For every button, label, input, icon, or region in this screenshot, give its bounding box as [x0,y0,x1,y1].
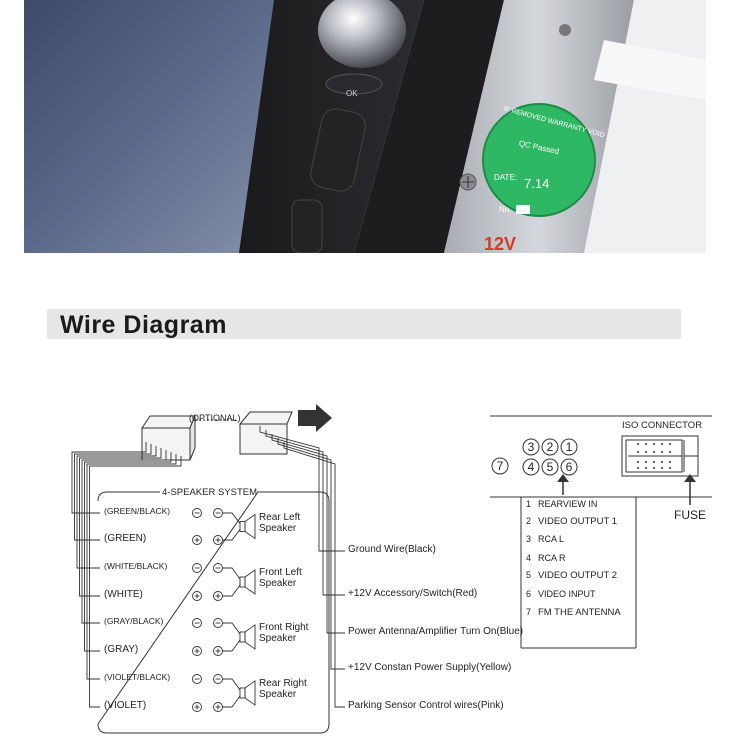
power-wire [283,442,345,708]
speaker-name: Speaker [259,689,297,700]
iso-port-number: 5 [547,460,554,474]
polarity-terminal [192,618,202,628]
speaker-icon [244,624,256,650]
speaker-lead [222,678,241,691]
power-wire [271,434,345,634]
iso-item-number: 2 [526,516,532,526]
wire-color-label: (GRAY) [104,644,139,655]
page-title: Wire Diagram [60,311,227,339]
speaker-icon [239,631,246,643]
polarity-terminal [192,563,202,573]
iso-port-number: 4 [528,460,535,474]
optional-label: (OPTIONAL) [189,413,241,423]
speaker-name: Speaker [259,633,297,644]
iso-item-label: RCA L [538,534,565,544]
wire-color-label: (VIOLET) [104,700,147,711]
iso-item-number: 4 [526,553,532,563]
iso-port [541,458,559,476]
svg-text:7.14: 7.14 [524,176,549,191]
svg-text:No.: No. [499,205,511,214]
polarity-terminal [192,702,202,712]
iso-item-label: VIDEO OUTPUT 2 [538,570,618,581]
iso-item-number: 7 [526,607,532,617]
iso-port [560,458,578,476]
iso-port [541,438,559,456]
title-bar: Wire Diagram [47,309,681,339]
speaker-icon [239,521,246,532]
power-wire [277,438,345,670]
iso-item-label: VIDEO OUTPUT 1 [538,516,618,527]
iso-port-number: 2 [547,440,554,454]
wire-color-label: (WHITE) [104,589,143,600]
iso-item-number: 3 [526,534,532,544]
power-wire-label: +12V Accessory/Switch(Red) [348,588,478,599]
iso-item-label: RCA R [538,553,566,563]
wire-color-label: (GREEN) [104,533,147,544]
svg-text:DATE:: DATE: [494,173,517,182]
speaker-system-title: 4-SPEAKER SYSTEM [162,487,258,498]
speaker-wire [79,448,162,597]
speaker-icon [244,513,256,540]
iso-item-number: 5 [526,570,532,580]
iso-item-label: REARVIEW IN [538,499,598,509]
iso-port [560,438,578,456]
speaker-icon [244,680,256,706]
wire-color-label: (VIOLET/BLACK) [104,672,171,682]
power-wire-label: Parking Sensor Control wires(Pink) [348,700,504,711]
product-photo: OK IF REMOVED WARRANTY VOID QC Passed DA… [24,0,706,253]
iso-item-label: FM THE ANTENNA [538,607,621,618]
speaker-lead [222,584,241,597]
speaker-name: Speaker [259,578,297,589]
speaker-name: Front Right [259,622,309,633]
speaker-lead [222,639,241,652]
iso-port-number: 6 [566,460,573,474]
speaker-icon [239,576,246,588]
power-wire-label: +12V Constan Power Supply(Yellow) [348,662,512,673]
speaker-icon [244,569,256,595]
wire-color-label: (GRAY/BLACK) [104,616,164,626]
speaker-lead [222,622,241,635]
iso-port [522,458,540,476]
power-wire [259,426,345,552]
iso-port [522,438,540,456]
iso-item-number: 1 [526,499,532,509]
speaker-wire [89,456,182,708]
polarity-terminal [192,535,202,545]
power-wire-label: Power Antenna/Amplifier Turn On(Blue) [348,626,524,637]
iso-item-label: VIDEO INPUT [538,589,596,599]
power-wire-label: Ground Wire(Black) [348,544,436,555]
speaker-wire [74,444,152,541]
speaker-lead [222,695,241,708]
speaker-name: Speaker [259,522,297,534]
speaker-lead [222,512,241,524]
speaker-name: Front Left [259,567,302,578]
power-wire [265,430,345,596]
iso-port-number: 1 [566,440,573,454]
speaker-icon [239,687,246,699]
polarity-terminal [192,674,202,684]
speaker-name: Rear Right [259,678,307,689]
speaker-wire [81,450,167,624]
polarity-terminal [192,591,202,601]
wire-color-label: (GREEN/BLACK) [104,506,171,516]
speaker-lead [222,567,241,580]
knob-label: OK [346,89,358,98]
speaker-wire [71,442,147,514]
iso-port-number: 7 [497,459,504,473]
iso-item-number: 6 [526,589,532,599]
polarity-terminal [192,508,202,518]
svg-text:12V: 12V [484,234,516,253]
polarity-terminal [192,646,202,656]
speaker-lead [222,529,241,541]
wire-color-label: (WHITE/BLACK) [104,561,168,571]
speaker-name: Rear Left [259,511,301,523]
speaker-wire [86,454,177,680]
fuse-label: FUSE [674,508,707,522]
iso-connector-title: ISO CONNECTOR [622,420,703,431]
iso-port [491,457,509,475]
iso-port-number: 3 [528,440,535,454]
